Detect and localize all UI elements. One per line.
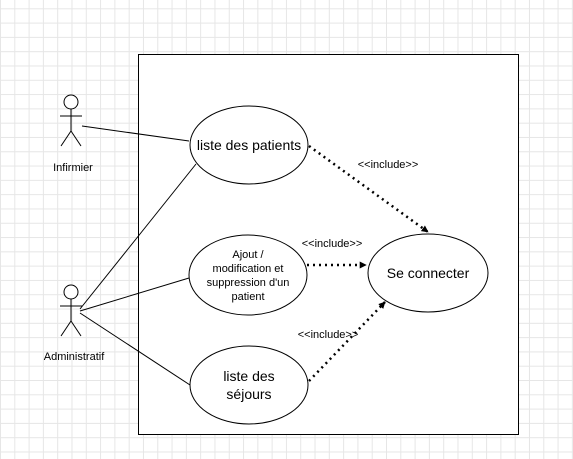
use-case-liste-sejours[interactable]: liste des séjours	[189, 345, 309, 425]
actor-administratif-head-icon	[63, 284, 79, 300]
include-arrow-liste-sejours[interactable]	[308, 301, 386, 382]
use-case-liste-sejours-line-2: séjours	[226, 386, 271, 402]
use-case-liste-patients-label: liste des patients	[197, 137, 301, 153]
actor-administratif[interactable]	[60, 284, 82, 337]
actor-infirmier-label: Infirmier	[53, 162, 93, 174]
include-label-1: <<include>>	[358, 159, 419, 171]
association-administratif-ajout[interactable]	[79, 277, 190, 312]
use-case-liste-sejours-line-1: liste des	[223, 368, 274, 384]
association-infirmier-liste-patients[interactable]	[81, 125, 190, 142]
actor-infirmier[interactable]	[60, 94, 82, 147]
include-label-3: <<include>>	[298, 329, 359, 341]
actor-infirmier-head-icon	[63, 94, 79, 110]
associations	[79, 125, 197, 386]
include-label-2: <<include>>	[302, 238, 363, 250]
use-case-ajout-line-2: modification et	[213, 263, 284, 275]
use-case-ajout-line-3: suppression d'un	[207, 277, 290, 289]
use-case-se-connecter-label: Se connecter	[387, 265, 470, 281]
use-case-ajout-line-4: patient	[231, 291, 264, 303]
include-arrow-liste-patients[interactable]	[308, 144, 429, 234]
association-administratif-liste-patients[interactable]	[79, 163, 197, 310]
use-case-ajout-line-1: Ajout /	[232, 249, 264, 261]
use-case-ajout-modification-suppression[interactable]: Ajout / modification et suppression d'un…	[188, 234, 308, 316]
use-case-se-connecter[interactable]: Se connecter	[367, 233, 489, 313]
association-administratif-liste-sejours[interactable]	[79, 312, 191, 386]
actor-administratif-label: Administratif	[44, 351, 105, 363]
use-case-liste-patients[interactable]: liste des patients	[189, 105, 309, 185]
include-dependencies	[307, 144, 429, 382]
